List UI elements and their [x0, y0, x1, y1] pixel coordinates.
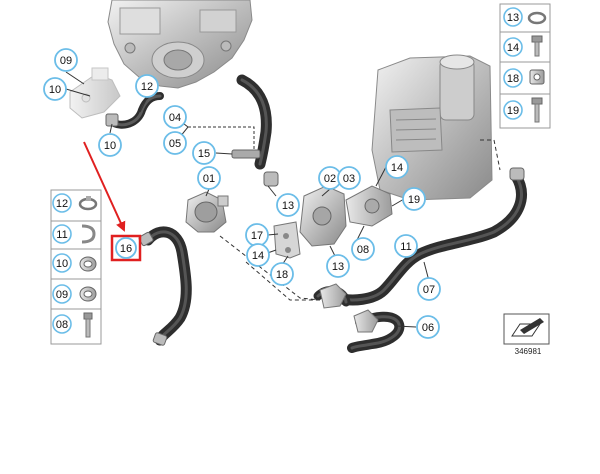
callout-18[interactable]: 18 [270, 262, 294, 286]
callout-04[interactable]: 04 [163, 105, 187, 129]
legend-right: 13 14 18 19 [499, 3, 551, 129]
highlight-arrow [83, 141, 126, 232]
callouts: 09 10 12 04 05 10 15 01 [43, 48, 441, 339]
clamp-band-icon [79, 286, 97, 302]
callout-10-lower[interactable]: 10 [98, 133, 122, 157]
legend-left-item-10[interactable]: 10 [52, 253, 97, 273]
callout-08[interactable]: 08 [351, 237, 375, 261]
svg-text:19: 19 [507, 105, 519, 117]
callout-13-upper[interactable]: 13 [276, 193, 300, 217]
svg-text:18: 18 [276, 269, 288, 281]
nut-icon [529, 69, 545, 85]
svg-text:10: 10 [56, 258, 68, 270]
engine-housing [107, 0, 253, 89]
callout-01[interactable]: 01 [197, 166, 221, 190]
callout-17[interactable]: 17 [245, 223, 269, 247]
callout-15[interactable]: 15 [192, 141, 216, 165]
svg-text:19: 19 [408, 194, 420, 206]
svg-text:14: 14 [252, 250, 264, 262]
svg-text:07: 07 [423, 284, 435, 296]
legend-right-item-13[interactable]: 13 [503, 7, 547, 27]
screw-icon [531, 35, 543, 57]
bolt-icon [83, 312, 93, 338]
svg-text:12: 12 [141, 81, 153, 93]
thermostat-housing [299, 185, 393, 247]
svg-text:14: 14 [507, 42, 519, 54]
hoses [108, 74, 527, 353]
electric-coolant-pump [185, 191, 229, 233]
callout-14-upper[interactable]: 14 [385, 155, 409, 179]
callout-13-lower[interactable]: 13 [326, 254, 350, 278]
svg-text:10: 10 [104, 140, 116, 152]
svg-text:02: 02 [324, 173, 336, 185]
svg-text:15: 15 [198, 148, 210, 160]
doc-number-box: 346981 [503, 313, 550, 356]
svg-text:13: 13 [507, 12, 519, 24]
svg-text:12: 12 [56, 198, 68, 210]
callout-16[interactable]: 16 [115, 237, 137, 259]
hose-clamp-icon [78, 196, 98, 211]
oil-filter-module [371, 54, 493, 201]
highlight-box [110, 234, 142, 262]
svg-text:18: 18 [507, 73, 519, 85]
svg-text:09: 09 [56, 289, 68, 301]
callout-12[interactable]: 12 [135, 74, 159, 98]
legend-right-item-19[interactable]: 19 [503, 97, 543, 123]
legend-left-item-12[interactable]: 12 [52, 193, 98, 213]
svg-text:01: 01 [203, 173, 215, 185]
svg-text:17: 17 [251, 230, 263, 242]
callout-06[interactable]: 06 [416, 315, 440, 339]
svg-text:08: 08 [357, 244, 369, 256]
svg-text:14: 14 [391, 162, 403, 174]
legend-right-item-18[interactable]: 18 [503, 68, 545, 88]
callout-11[interactable]: 11 [394, 234, 418, 258]
callout-10-upper[interactable]: 10 [43, 77, 67, 101]
spring-clip-icon [81, 224, 96, 244]
callout-03[interactable]: 03 [337, 166, 361, 190]
hose-clamp-icon [527, 11, 547, 25]
direction-arrow-icon [511, 318, 544, 337]
hose-clamp-screw-icon [79, 256, 97, 272]
svg-text:03: 03 [343, 173, 355, 185]
svg-text:04: 04 [169, 112, 181, 124]
svg-text:06: 06 [422, 322, 434, 334]
bracket-assembly [69, 67, 121, 119]
svg-text:10: 10 [49, 84, 61, 96]
callout-14-lower[interactable]: 14 [246, 243, 270, 267]
svg-text:08: 08 [56, 319, 68, 331]
svg-text:16: 16 [120, 243, 132, 255]
callout-07[interactable]: 07 [417, 277, 441, 301]
svg-text:11: 11 [400, 241, 411, 253]
hose-fitting [319, 283, 379, 333]
highlight-part-16: 16 [83, 141, 142, 262]
legend-left-item-08[interactable]: 08 [52, 312, 93, 338]
bolt-icon [531, 97, 543, 123]
svg-text:09: 09 [60, 55, 72, 67]
svg-text:13: 13 [282, 200, 294, 212]
callout-09[interactable]: 09 [54, 48, 78, 72]
svg-text:05: 05 [169, 138, 181, 150]
legend-right-item-14[interactable]: 14 [503, 35, 543, 57]
svg-text:13: 13 [332, 261, 344, 273]
doc-number: 346981 [515, 347, 542, 356]
callout-05[interactable]: 05 [163, 131, 187, 155]
legend-left-item-09[interactable]: 09 [52, 284, 97, 304]
legend-left: 12 11 10 09 [50, 189, 102, 345]
legend-left-item-11[interactable]: 11 [52, 224, 96, 244]
callout-19[interactable]: 19 [402, 187, 426, 211]
svg-text:11: 11 [56, 229, 67, 241]
mounting-bracket [273, 221, 301, 259]
